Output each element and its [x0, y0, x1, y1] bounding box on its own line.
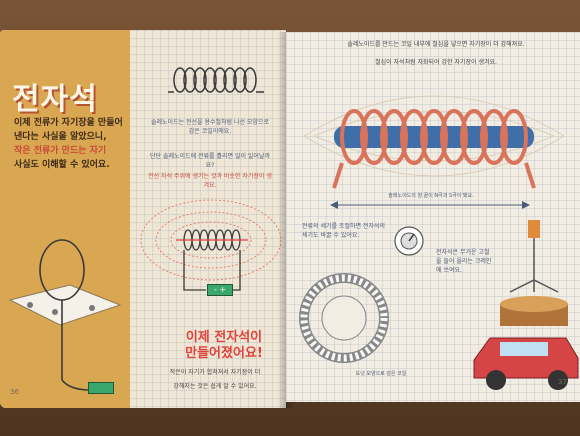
right-header-2: 철심이 자석처럼 자화되어 강한 자기장이 생겨요.	[375, 59, 497, 66]
double-arrow	[330, 201, 530, 209]
headline-line-2: 만들어졌어요!	[185, 346, 263, 361]
left-page-number: 36	[10, 388, 19, 396]
wire-loop-illustration	[8, 239, 122, 391]
iron-core-solenoid	[303, 95, 565, 189]
intro-line-4: 사실도 이해할 수 있어요.	[14, 160, 110, 170]
right-page-number: 37	[558, 378, 567, 386]
intro-line-2: 낸다는 사실을 알았으니,	[14, 132, 107, 142]
magnetic-field-diagram	[140, 199, 282, 291]
note-crane: 전자석은 무거운 고철을 들어 올리는 크레인에 쓰여요.	[436, 249, 492, 274]
battery-label: - +	[213, 285, 227, 294]
body-text-1: 작은이 자기가 합쳐져서 자기장이 더	[169, 369, 261, 376]
open-book: 전자석 이제 전류가 자기장을 만들어 낸다는 사실을 알았으니, 작은 전류가…	[0, 18, 580, 416]
dial-icon	[394, 226, 424, 256]
battery-icon: - +	[207, 284, 233, 296]
left-battery	[88, 382, 114, 394]
right-page: 솔레노이드를 만드는 코일 내부에 철심을 넣으면 자기장이 더 강해져요. 철…	[286, 32, 580, 402]
solenoid-icon	[168, 67, 264, 93]
note-dial: 전류의 세기를 조절하면 전자석의 세기도 바꿀 수 있어요.	[302, 223, 386, 239]
intro-line-1: 이제 전류가 자기장을 만들어	[14, 118, 123, 128]
headline-line-1: 이제 전자석이	[185, 330, 263, 345]
toroid-coil	[299, 273, 389, 363]
crane-car-illustration	[473, 220, 579, 390]
intro-text: 이제 전류가 자기장을 만들어 낸다는 사실을 알았으니, 작은 전류가 만드는…	[14, 116, 130, 172]
arrow-caption: 솔레노이드의 양 끝이 N극과 S극이 돼요.	[388, 193, 474, 199]
intro-line-3: 작은 전류가 만드는 자기	[14, 146, 107, 156]
note-current: 단단 솔레노이드에 전류를 흘리면 일이 일어날까요?	[150, 153, 270, 169]
body-text-2: 강해지는 것은 쉽게 알 수 있어요.	[173, 383, 257, 390]
page-title: 전자석	[12, 82, 98, 117]
note-field: 전선 자석 주위에 생기는 것과 비슷한 자기장이 생겨요.	[148, 173, 272, 189]
note-solenoid: 솔레노이드는 전선을 용수철처럼 나선 모양으로 감은 코일이에요.	[150, 119, 270, 135]
note-toroid: 도넛 모양으로 감은 코일	[355, 371, 407, 377]
headline: 이제 전자석이 만들어졌어요!	[168, 330, 280, 362]
right-header-1: 솔레노이드를 만드는 코일 내부에 철심을 넣으면 자기장이 더 강해져요.	[347, 41, 525, 48]
mustard-panel	[0, 30, 130, 408]
left-page: 전자석 이제 전류가 자기장을 만들어 낸다는 사실을 알았으니, 작은 전류가…	[0, 30, 286, 408]
